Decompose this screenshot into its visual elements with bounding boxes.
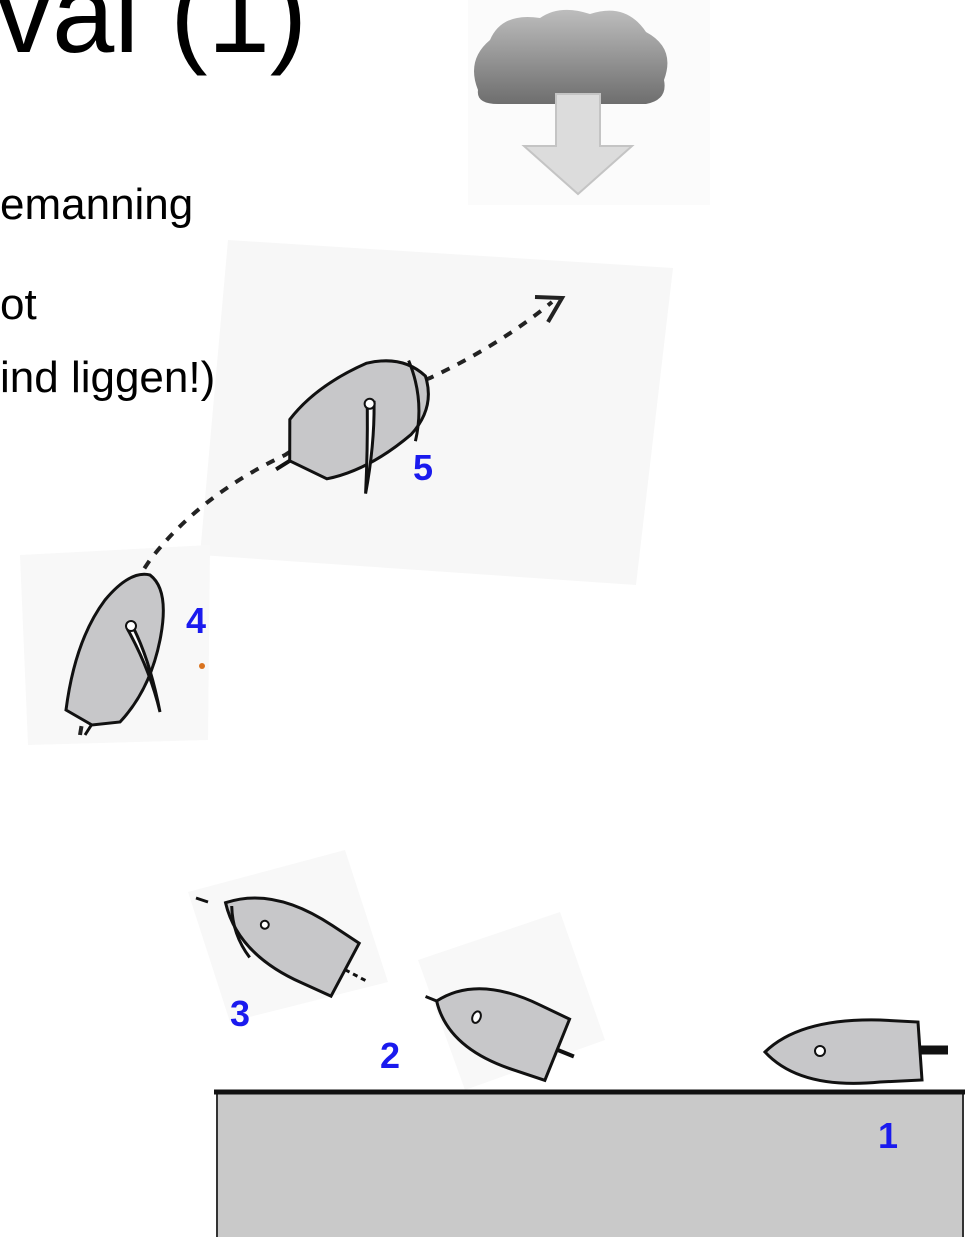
- wind-cloud-icon: [474, 9, 668, 104]
- marker-dot: [199, 663, 205, 669]
- boat-3-wake: [195, 896, 209, 904]
- wind-arrow-icon: [521, 93, 635, 196]
- position-label-4: 4: [186, 600, 207, 641]
- bullet-line-1: emanning: [0, 180, 194, 229]
- boat-3: [223, 896, 369, 999]
- boat-2: [424, 987, 575, 1083]
- boat-4: [64, 572, 165, 736]
- boat-1: [762, 1018, 948, 1085]
- quay: [216, 1091, 964, 1237]
- position-label-1: 1: [878, 1115, 899, 1156]
- slide-title: val (1): [0, 0, 308, 76]
- bullet-line-3: ind liggen!): [0, 353, 216, 402]
- position-label-3: 3: [230, 993, 251, 1034]
- position-label-2: 2: [380, 1035, 401, 1076]
- boat-5: [275, 359, 430, 494]
- position-label-5: 5: [413, 447, 434, 488]
- boat-5-panel: [200, 240, 673, 585]
- bullet-line-2: ot: [0, 280, 37, 329]
- course-arrow-icon: [534, 295, 566, 324]
